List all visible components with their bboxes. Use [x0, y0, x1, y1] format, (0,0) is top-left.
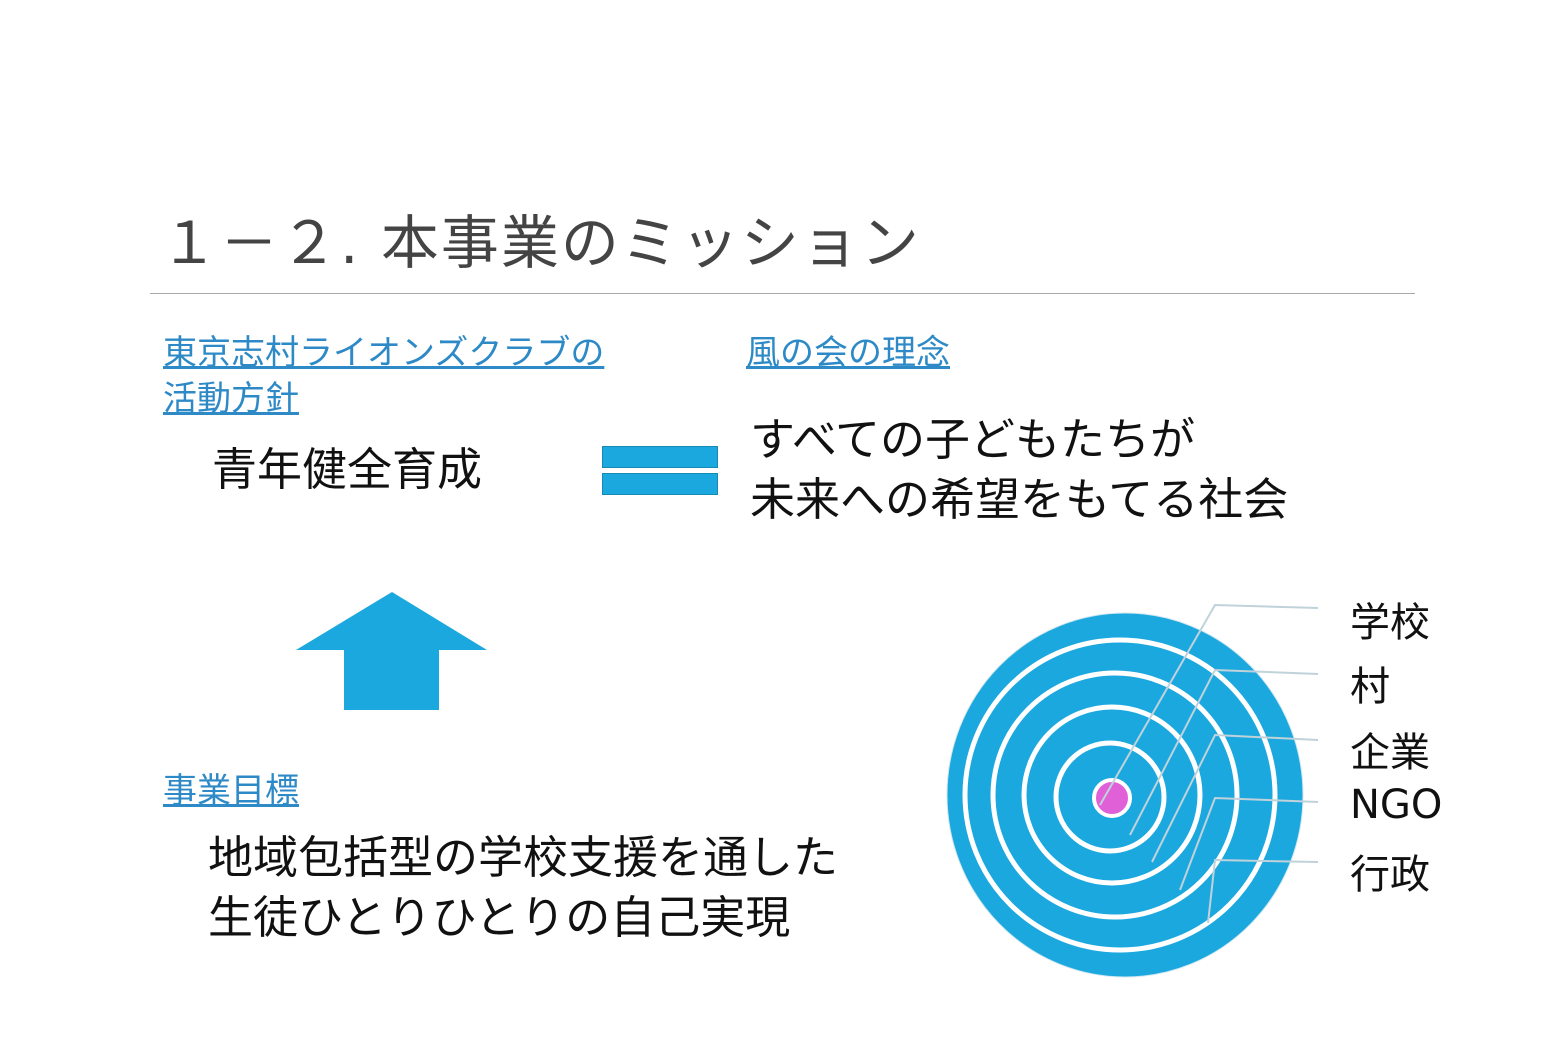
- title-divider: [150, 293, 1415, 294]
- label-school: 学校: [1350, 600, 1430, 646]
- kaze-philosophy-line1: すべての子どもたちが: [750, 413, 1196, 466]
- ring-school: [1053, 740, 1167, 854]
- ring-village: [1021, 704, 1203, 886]
- label-village: 村: [1350, 664, 1390, 710]
- label-company: 企業: [1350, 730, 1430, 776]
- kaze-philosophy-line2: 未来への希望をもてる社会: [750, 473, 1289, 526]
- business-goal-line2: 生徒ひとりひとりの自己実現: [208, 891, 791, 944]
- lions-policy-link-line2[interactable]: 活動方針: [163, 379, 299, 419]
- ring-ngo: [962, 637, 1278, 953]
- label-ngo: NGO: [1350, 782, 1443, 828]
- business-goal-line1: 地域包括型の学校支援を通した: [208, 831, 839, 884]
- kaze-philosophy-link[interactable]: 風の会の理念: [746, 333, 950, 373]
- concentric-circles-diagram: [946, 603, 1319, 978]
- center-student: [1092, 778, 1132, 818]
- lions-policy-link-line1[interactable]: 東京志村ライオンズクラブの: [163, 333, 605, 373]
- lions-policy-link[interactable]: 東京志村ライオンズクラブの 活動方針: [163, 330, 604, 422]
- up-arrow-icon: [296, 592, 487, 710]
- label-government: 行政: [1350, 852, 1430, 898]
- lions-policy-text: 青年健全育成: [212, 443, 483, 496]
- page-title: １－２. 本事業のミッション: [160, 209, 921, 277]
- leader-lines: [1099, 603, 1319, 924]
- business-goal-link[interactable]: 事業目標: [163, 771, 299, 811]
- ring-company: [990, 670, 1240, 920]
